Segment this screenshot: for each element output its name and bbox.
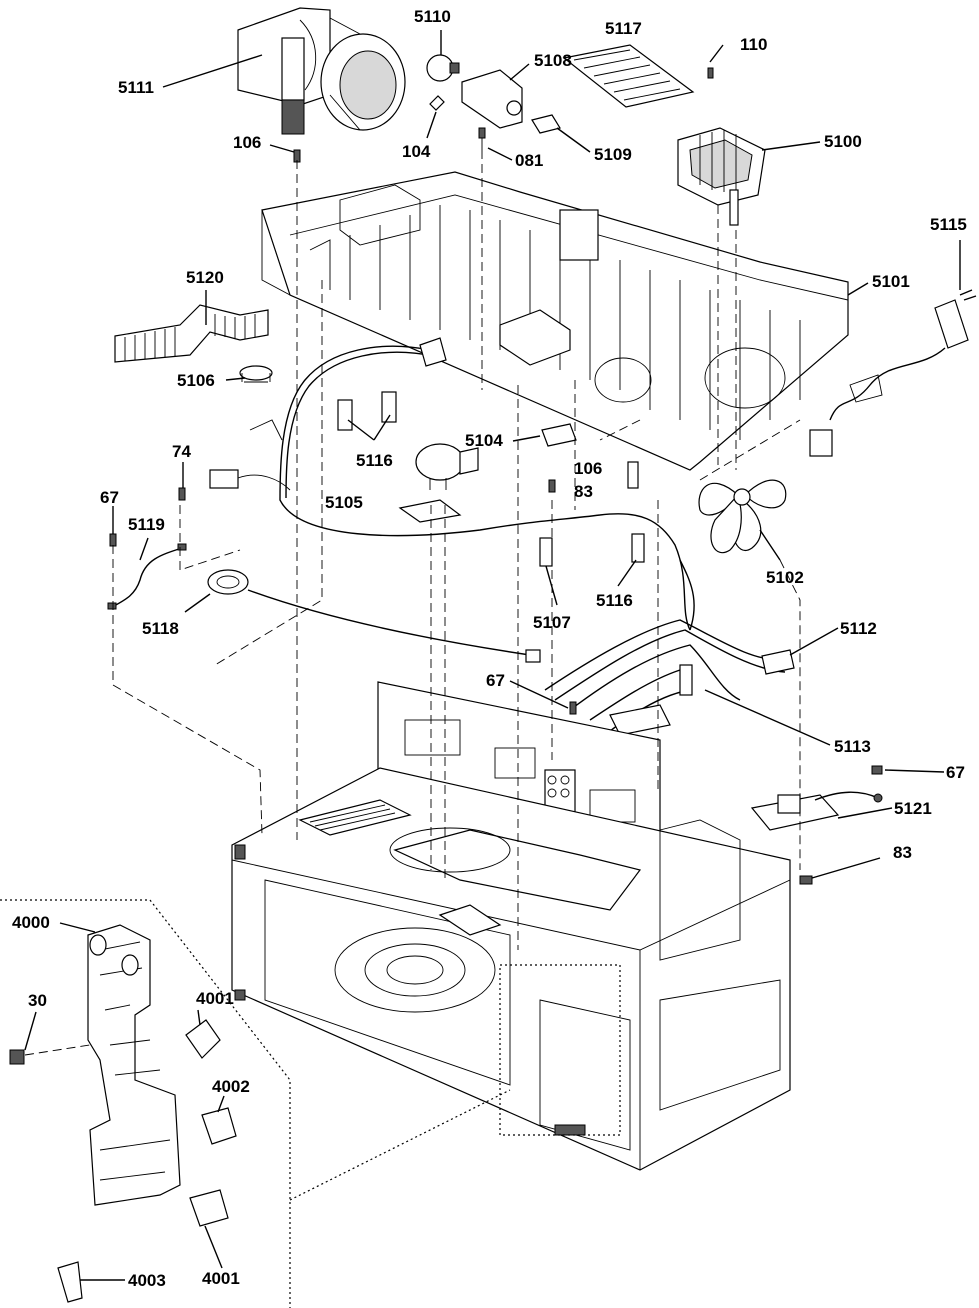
callout-5116-b: 5116	[596, 591, 633, 610]
callout-081: 081	[515, 151, 543, 170]
sensor-part	[207, 569, 541, 663]
callout-67-mid: 67	[486, 671, 505, 690]
callout-5119: 5119	[128, 515, 165, 534]
callout-5106: 5106	[177, 371, 215, 390]
callout-5105: 5105	[325, 493, 363, 512]
callout-5111: 5111	[118, 78, 154, 97]
callout-5102: 5102	[766, 568, 804, 587]
callout-5117: 5117	[605, 19, 642, 38]
callout-4001-a: 4001	[196, 989, 234, 1008]
turntable-motor-part	[415, 443, 479, 490]
callout-5115: 5115	[930, 215, 967, 234]
callout-67-left: 67	[100, 488, 119, 507]
callout-5116-a: 5116	[356, 451, 393, 470]
upper-wire-harness	[209, 337, 691, 631]
charcoal-filter-part	[562, 44, 695, 108]
callout-5104: 5104	[465, 431, 503, 450]
cooling-fan-part	[698, 479, 787, 554]
callout-5108: 5108	[534, 51, 572, 70]
control-panel-plate	[377, 681, 661, 841]
blower-motor-part	[237, 7, 406, 135]
ground-wire-part	[107, 543, 187, 610]
callout-5107: 5107	[533, 613, 571, 632]
callout-30: 30	[28, 991, 47, 1010]
callout-leaders	[24, 30, 961, 1281]
main-wire-harness	[539, 533, 795, 736]
small-bracket-part	[541, 423, 577, 493]
callout-4000: 4000	[12, 913, 50, 932]
callout-5118: 5118	[142, 619, 179, 638]
power-cord-part	[809, 289, 977, 457]
thermostat-part	[239, 365, 273, 383]
callout-5120: 5120	[186, 268, 224, 287]
callout-83-right: 83	[893, 843, 912, 862]
main-base-housing	[261, 171, 849, 471]
callout-5112: 5112	[840, 619, 877, 638]
door-latch-inset	[0, 899, 621, 1308]
callout-5113: 5113	[834, 737, 871, 756]
callout-4003: 4003	[128, 1271, 166, 1290]
callout-106-mid: 106	[574, 459, 602, 478]
assembly-guide-lines	[112, 150, 801, 950]
callout-83-mid: 83	[574, 482, 593, 501]
screws-left	[109, 149, 883, 885]
callout-104: 104	[402, 142, 431, 161]
callout-4001-b: 4001	[202, 1269, 240, 1288]
callout-106-top: 106	[233, 133, 261, 152]
callout-labels: 5111 5110 5108 5117 110 106 104 081 5109…	[12, 7, 967, 1290]
air-duct-part	[114, 304, 269, 363]
callout-5110: 5110	[414, 7, 451, 26]
callout-67-right: 67	[946, 763, 965, 782]
callout-5109: 5109	[594, 145, 632, 164]
callout-5121: 5121	[894, 799, 932, 818]
callout-4002: 4002	[212, 1077, 250, 1096]
callout-5101: 5101	[872, 272, 910, 291]
callout-74: 74	[172, 442, 191, 461]
magnetron-part	[677, 67, 766, 226]
oven-cavity-chassis	[231, 767, 791, 1171]
lamp-socket-assembly	[426, 54, 561, 150]
callout-5100: 5100	[824, 132, 862, 151]
noise-filter-board	[750, 791, 883, 831]
callout-110: 110	[740, 35, 767, 54]
